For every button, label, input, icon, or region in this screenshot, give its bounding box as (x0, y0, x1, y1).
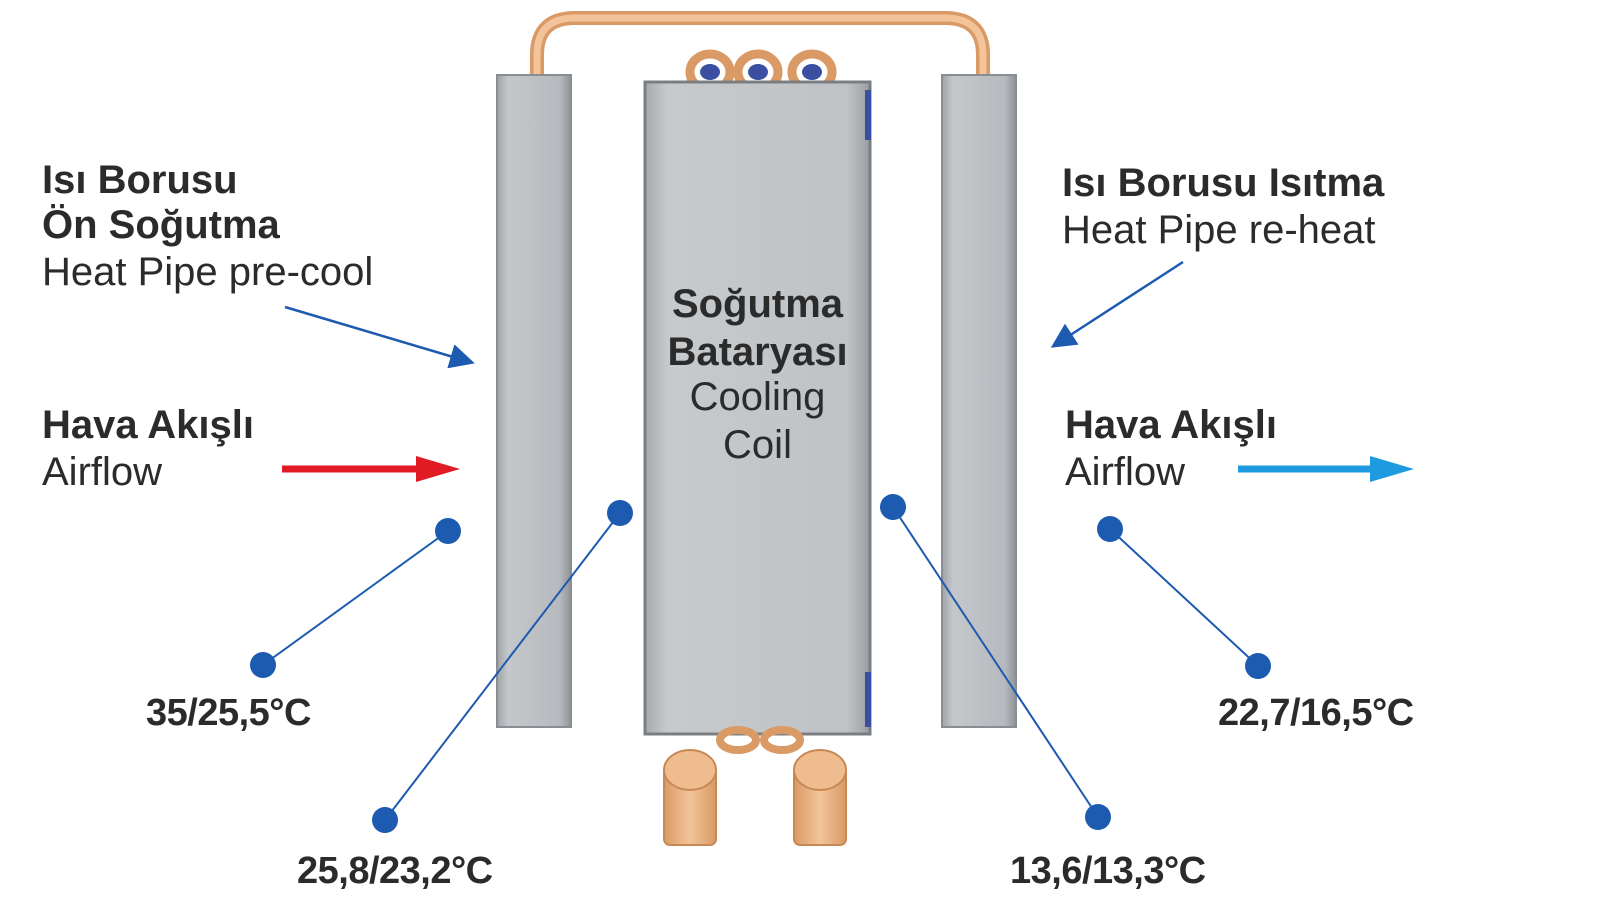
coil-label-tr-line1: Soğutma (671, 282, 844, 326)
coil-temp-leader (880, 494, 1111, 830)
precool-label-en: Heat Pipe pre-cool (42, 250, 374, 294)
precool-label-tr-line2: Ön Soğutma (42, 203, 280, 247)
airflow-in-label-en: Airflow (42, 450, 163, 494)
after-precool-temperature: 25,8/23,2°C (297, 850, 493, 892)
airflow-in-label-tr: Hava Akışlı (42, 403, 254, 447)
cooling-coil (643, 80, 872, 736)
coil-label-en-line2: Coil (723, 423, 792, 467)
after-coil-temperature: 13,6/13,3°C (1010, 850, 1206, 892)
reheat-label-tr: Isı Borusu Isıtma (1062, 161, 1385, 205)
inlet-temp-leader (250, 518, 461, 678)
precool-pointer-arrow (284, 305, 475, 369)
airflow-out-label-en: Airflow (1065, 450, 1186, 494)
inlet-temperature: 35/25,5°C (146, 692, 311, 734)
coil-label-en-line1: Cooling (689, 375, 826, 419)
airflow-out-arrow (1238, 456, 1414, 482)
reheat-label-en: Heat Pipe re-heat (1062, 208, 1376, 252)
outlet-temp-leader (1097, 516, 1271, 679)
precool-panel (496, 74, 572, 728)
outlet-temperature: 22,7/16,5°C (1218, 692, 1414, 734)
reheat-panel (941, 74, 1017, 728)
precool-label-tr-line1: Isı Borusu (42, 158, 238, 202)
coil-label-tr-line2: Bataryası (667, 330, 848, 374)
precool-temp-leader (372, 500, 633, 833)
airflow-in-arrow (282, 456, 460, 482)
coil-headers-bottom (663, 726, 847, 846)
reheat-pointer-arrow (1050, 260, 1184, 348)
airflow-out-label-tr: Hava Akışlı (1065, 403, 1277, 447)
